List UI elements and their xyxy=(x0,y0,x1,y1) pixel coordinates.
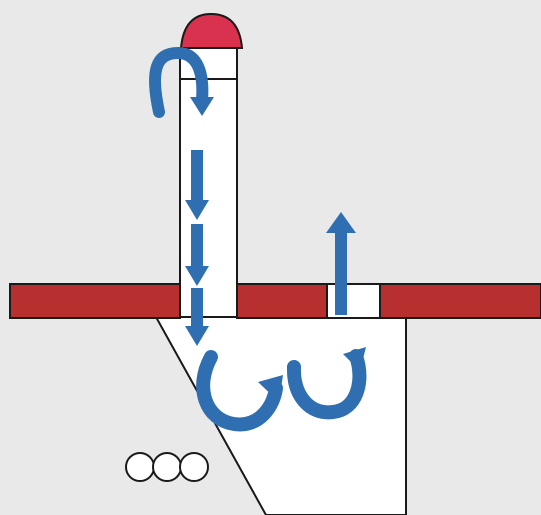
down-arrow-2-shaft xyxy=(191,224,203,269)
down-arrow-1-shaft xyxy=(191,150,203,202)
deck-left xyxy=(9,283,181,319)
red-dome-cap xyxy=(179,12,244,49)
porthole-2 xyxy=(152,452,182,482)
up-arrow-head xyxy=(326,212,356,233)
down-arrow-3-shaft xyxy=(191,288,203,328)
porthole-1 xyxy=(125,452,155,482)
deck-middle xyxy=(236,283,328,319)
down-arrow-2-head xyxy=(185,266,209,286)
down-arrow-1-head xyxy=(185,200,209,220)
roof-outlet xyxy=(326,283,381,319)
curved-arrow-left-swirl xyxy=(196,350,283,432)
three-circles xyxy=(125,452,209,482)
down-arrow-3-head xyxy=(185,326,209,346)
deck-right xyxy=(379,283,541,319)
curved-arrow-left-swirl-head xyxy=(258,375,283,402)
curved-arrow-right-swirl-head xyxy=(343,347,366,371)
vertical-pipe xyxy=(179,47,238,318)
red-deck xyxy=(9,283,541,319)
down-arrows xyxy=(185,150,209,346)
curved-arrow-right-swirl xyxy=(287,349,367,420)
curved-arrow-top-inlet-head xyxy=(190,97,214,116)
up-arrow-shaft xyxy=(335,231,347,315)
porthole-3 xyxy=(179,452,209,482)
curved-arrow-top-inlet xyxy=(148,46,209,118)
